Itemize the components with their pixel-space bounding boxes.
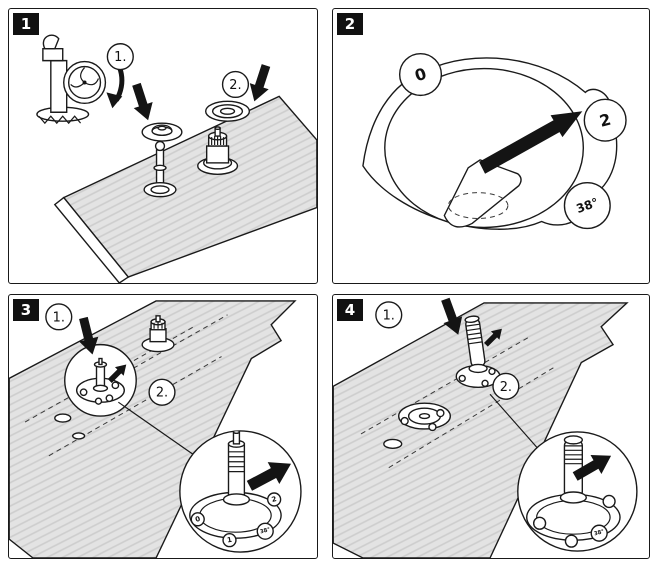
- valve-with-handle: [455, 315, 507, 388]
- inset-temp-text: 38°: [593, 529, 605, 538]
- panel-4-illustration: 1. 2. 38: [333, 295, 638, 558]
- step-label-1: 1.: [45, 303, 73, 331]
- down-arrow-icon: [127, 81, 158, 124]
- cartridge-post: [141, 315, 175, 353]
- inset-leader-line: [117, 401, 205, 463]
- step-2-text: 2.: [156, 386, 168, 401]
- escutcheon-plate: [362, 57, 618, 230]
- cartridge-post: [197, 126, 239, 175]
- step-2-text: 2.: [500, 380, 512, 395]
- inset-two-text: 2: [271, 495, 278, 504]
- deck-hole: [54, 413, 72, 423]
- step-label-1: 1.: [375, 301, 403, 329]
- mounting-deck: [333, 302, 629, 558]
- step-label-2: 2.: [221, 70, 250, 99]
- panel-1-badge: 1: [13, 13, 39, 35]
- panel-3-illustration: 1. 2. 0: [9, 300, 302, 558]
- inset-one-text: 1: [226, 536, 232, 545]
- panel-3-badge: 3: [13, 299, 39, 321]
- step-1-text: 1.: [114, 50, 126, 65]
- handle-hidden-outline: [447, 192, 509, 219]
- step-2-text: 2.: [229, 78, 241, 93]
- alignment-guides: [360, 336, 556, 469]
- panel-2-illustration: 0 2 38°: [362, 52, 627, 230]
- panel-3: 3: [8, 294, 318, 559]
- gasket-right: [204, 100, 251, 122]
- panel-4: 4: [332, 294, 650, 559]
- spindle-post: [143, 140, 177, 198]
- gasket-left: [141, 122, 183, 142]
- panel-1-illustration: 1. 2.: [36, 34, 317, 283]
- inset-zero-text: 0: [194, 515, 201, 524]
- inset-temp-text: 38°: [259, 527, 271, 536]
- step-label-2: 2.: [148, 378, 176, 406]
- panel-2-badge: 2: [337, 13, 363, 35]
- panel-1: 1: [8, 8, 318, 284]
- valve-assembly: [64, 343, 137, 417]
- inset-mark-two: 2: [267, 492, 282, 507]
- step-label-2: 2.: [492, 372, 520, 400]
- escutcheon-empty: [398, 402, 452, 432]
- mounting-deck: [53, 95, 317, 283]
- inset-mark-38: 38°: [590, 524, 608, 542]
- deck-hole: [71, 432, 86, 440]
- step-1-text: 1.: [383, 308, 395, 323]
- down-arrow-icon: [244, 62, 276, 105]
- panel-2: 2 0 2: [332, 8, 650, 284]
- detail-inset-content: 0 2 38° 1: [189, 430, 297, 548]
- dial-mark-zero: 0: [398, 52, 443, 97]
- dial-mark-38: 38°: [563, 182, 611, 230]
- inset-mark-zero: 0: [190, 512, 205, 527]
- dial-mark-two: 2: [583, 98, 627, 142]
- valve-body: [36, 34, 107, 125]
- direction-arrow-icon: [479, 111, 583, 174]
- dial-two-text: 2: [598, 110, 613, 131]
- step-1-text: 1.: [53, 310, 65, 325]
- inset-mark-38: 38°: [256, 522, 274, 540]
- deck-hole: [383, 438, 403, 450]
- step-label-1: 1.: [106, 43, 134, 71]
- detail-inset-content: 38°: [526, 435, 621, 548]
- inset-mark-one: 1: [222, 532, 237, 548]
- temperature-handle: [443, 159, 522, 228]
- panel-4-badge: 4: [337, 299, 363, 321]
